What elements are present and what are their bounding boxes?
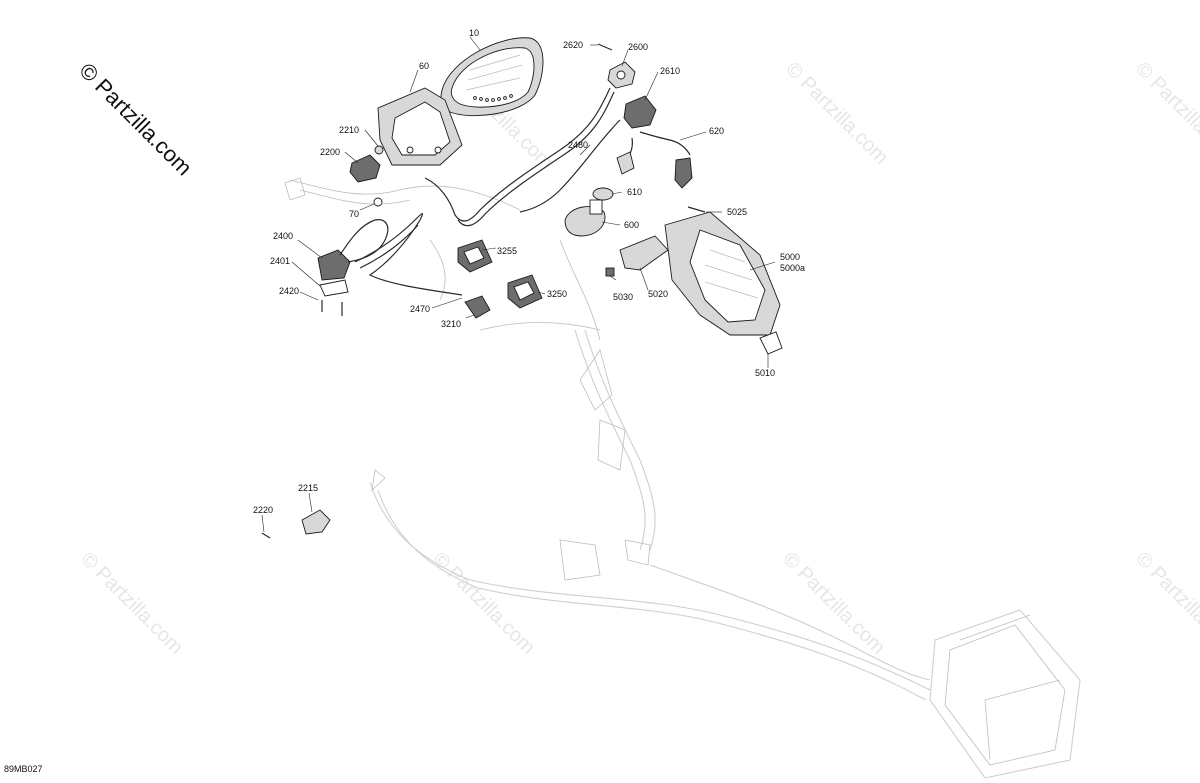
part-2420-screws — [321, 300, 343, 316]
callout-70: 70 — [349, 209, 359, 219]
part-60-gauge-bracket — [377, 87, 463, 166]
part-5020-cover — [619, 235, 669, 271]
callout-5000: 5000 — [780, 252, 800, 262]
part-5025-screw — [687, 206, 706, 213]
callout-2600: 2600 — [628, 42, 648, 52]
leader-lines — [261, 36, 776, 533]
callout-2215: 2215 — [298, 483, 318, 493]
diagram-code: 89MB027 — [4, 764, 43, 774]
callout-2220: 2220 — [253, 505, 273, 515]
callout-2480: 2480 — [568, 140, 588, 150]
callout-5000a: 5000a — [780, 263, 805, 273]
callout-5010: 5010 — [755, 368, 775, 378]
part-3250-rocker-switch — [507, 274, 543, 309]
part-5010-bracket — [759, 331, 783, 355]
callout-2610: 2610 — [660, 66, 680, 76]
callout-labels: 10 60 2620 2600 2610 620 2210 2200 2480 … — [253, 28, 805, 515]
watermark-text: © Partzilla.com — [778, 548, 889, 659]
part-2401-clip — [319, 279, 349, 297]
part-600-knob — [564, 199, 606, 237]
callout-3210: 3210 — [441, 319, 461, 329]
part-2200-sensor — [349, 154, 381, 183]
partzilla-watermark: © Partzilla.com — [74, 58, 197, 181]
callout-2620: 2620 — [563, 40, 583, 50]
watermark-text: © Partzilla.com — [1131, 548, 1200, 659]
part-2470-harness — [354, 213, 463, 296]
part-2215-sensor — [301, 509, 331, 535]
part-5030-clip — [605, 267, 615, 277]
part-3255-rocker-switch — [457, 239, 493, 273]
callout-3250: 3250 — [547, 289, 567, 299]
callout-2210: 2210 — [339, 125, 359, 135]
background-harness — [284, 177, 1081, 779]
watermark-layer: © Partzilla.com © Partzilla.com © Partzi… — [76, 58, 1200, 659]
watermark-text: © Partzilla.com — [1131, 58, 1200, 169]
part-620-lanyard-cord — [616, 131, 693, 189]
callout-620: 620 — [709, 126, 724, 136]
part-3210-connector — [464, 295, 491, 319]
watermark-text: © Partzilla.com — [428, 548, 539, 659]
part-2480-harness — [424, 87, 621, 227]
part-2210-bolt — [374, 145, 384, 155]
part-610-nut — [592, 187, 614, 201]
callout-10: 10 — [469, 28, 479, 38]
callout-2401: 2401 — [270, 256, 290, 266]
part-2600-connector — [597, 43, 636, 89]
callout-5030: 5030 — [613, 292, 633, 302]
part-70-grommet — [373, 197, 383, 207]
part-2400-switch — [317, 219, 389, 281]
callout-610: 610 — [627, 187, 642, 197]
callout-2470: 2470 — [410, 304, 430, 314]
callout-600: 600 — [624, 220, 639, 230]
watermark-text: © Partzilla.com — [781, 58, 892, 169]
callout-2200: 2200 — [320, 147, 340, 157]
watermark-text: © Partzilla.com — [76, 548, 187, 659]
part-2220-screw — [261, 532, 271, 539]
part-5000-ecu — [664, 211, 781, 336]
callout-5020: 5020 — [648, 289, 668, 299]
callout-3255: 3255 — [497, 246, 517, 256]
part-2610-switch-housing — [623, 95, 657, 129]
callout-2400: 2400 — [273, 231, 293, 241]
callout-2420: 2420 — [279, 286, 299, 296]
callout-60: 60 — [419, 61, 429, 71]
callout-5025: 5025 — [727, 207, 747, 217]
part-10-display-gauge — [440, 37, 544, 117]
